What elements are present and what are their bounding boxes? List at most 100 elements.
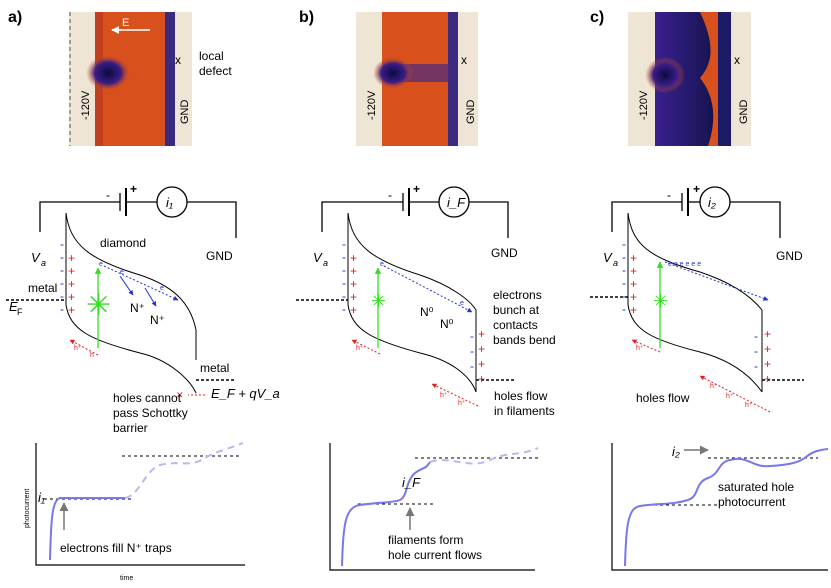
x-mark: x — [461, 53, 467, 67]
svg-text:-: - — [622, 276, 626, 290]
svg-text:-: - — [622, 237, 626, 251]
svg-text:+: + — [350, 290, 357, 304]
svg-text:-: - — [60, 302, 64, 316]
photo-image: E -120V GND x — [69, 12, 192, 146]
svg-text:✳: ✳ — [86, 289, 111, 322]
svg-text:-: - — [622, 302, 626, 316]
svg-text:-: - — [60, 276, 64, 290]
svg-text:-: - — [342, 289, 346, 303]
graph-caption-2: hole current flows — [388, 548, 482, 562]
field-label: E — [122, 17, 129, 29]
svg-text:h⁺: h⁺ — [745, 402, 753, 409]
svg-text:+: + — [630, 303, 637, 317]
svg-text:+: + — [350, 264, 357, 278]
gnd-label: GND — [776, 249, 803, 263]
right-level-label: E_F + qV_a — [211, 386, 280, 401]
ground-label: GND — [738, 100, 750, 125]
battery-minus: - — [667, 188, 671, 202]
x-mark: x — [175, 53, 181, 67]
svg-text:h: h — [90, 352, 94, 359]
ef-sub: F — [17, 307, 23, 317]
svg-text:-: - — [754, 359, 758, 373]
svg-text:-: - — [342, 276, 346, 290]
svg-text:+: + — [350, 251, 357, 265]
panel-label: b) — [299, 9, 314, 26]
annotation-line-1: holes flow — [636, 391, 690, 405]
panel-b: b) -120V GND x - + i_F V a GND — [296, 9, 556, 571]
annotation-top-1: electrons — [493, 288, 542, 302]
photocurrent-graph — [329, 443, 540, 571]
svg-text:+: + — [68, 264, 75, 278]
svg-text:-: - — [470, 344, 474, 358]
svg-text:+: + — [630, 277, 637, 291]
svg-text:e: e — [380, 261, 384, 268]
material-label: diamond — [100, 236, 146, 250]
annotation-bottom-1: holes flow — [494, 389, 548, 403]
svg-text:✳: ✳ — [371, 291, 386, 311]
svg-text:+: + — [764, 372, 771, 386]
gnd-label: GND — [206, 249, 233, 263]
svg-text:+: + — [478, 327, 485, 341]
battery-plus: + — [693, 182, 700, 196]
battery-plus: + — [413, 182, 420, 196]
va-sub: a — [41, 258, 46, 268]
svg-text:-: - — [342, 263, 346, 277]
svg-text:-: - — [470, 359, 474, 373]
circuit — [611, 186, 781, 238]
annotation-bottom-2: in filaments — [494, 404, 555, 418]
voltage-label: -120V — [366, 90, 378, 120]
annotation-line-2: pass Schottky — [113, 406, 188, 420]
x-mark: x — [734, 53, 740, 67]
svg-text:-: - — [622, 250, 626, 264]
graph-caption-1: filaments form — [388, 533, 463, 547]
panel-label: c) — [590, 9, 604, 26]
voltage-label: -120V — [638, 90, 650, 120]
svg-text:+: + — [478, 372, 485, 386]
band-diagram: - - - - - - + + + + + - - - + + + + ✳ e … — [296, 212, 514, 407]
graph-caption-1: saturated hole — [718, 480, 794, 494]
svg-text:+: + — [764, 327, 771, 341]
svg-text:h⁺: h⁺ — [440, 392, 448, 399]
graph-caption: electrons fill N⁺ traps — [60, 541, 172, 555]
battery-minus: - — [388, 188, 392, 202]
battery-minus: - — [106, 188, 110, 202]
svg-text:+: + — [350, 277, 357, 291]
svg-text:-: - — [60, 237, 64, 251]
current-symbol: i_F — [447, 195, 466, 210]
trap-label-2: N⁺ — [150, 313, 165, 327]
svg-text:-: - — [622, 289, 626, 303]
svg-text:h⁺: h⁺ — [710, 383, 718, 390]
svg-text:-: - — [754, 329, 758, 343]
svg-text:+: + — [350, 303, 357, 317]
graph-ylabel: photocurrent — [24, 489, 31, 528]
band-diagram: - - - - - - + + + + + ✳ e e e h⁺ h ✕ — [6, 212, 236, 400]
svg-text:-: - — [342, 250, 346, 264]
svg-text:-: - — [60, 250, 64, 264]
svg-text:h⁺: h⁺ — [458, 400, 466, 407]
svg-text:+: + — [478, 342, 485, 356]
svg-text:-: - — [60, 263, 64, 277]
svg-text:e: e — [460, 300, 464, 307]
panel-c: c) -120V GND x - + i₂ V a GND — [590, 9, 829, 571]
panel-a: a) E -120V GND x local defect - + — [6, 9, 280, 582]
svg-text:-: - — [342, 237, 346, 251]
svg-text:+: + — [630, 264, 637, 278]
ground-label: GND — [179, 100, 191, 125]
note-line-2: defect — [199, 64, 232, 78]
ef-label: E — [9, 299, 18, 314]
voltage-label: -120V — [80, 90, 92, 120]
left-metal-label: metal — [28, 281, 57, 295]
svg-text:-: - — [470, 329, 474, 343]
current-label: i_F — [402, 475, 421, 490]
circuit — [321, 186, 509, 238]
va-label: V — [313, 250, 323, 265]
svg-text:-: - — [622, 263, 626, 277]
current-symbol: i₂ — [708, 195, 716, 210]
annotation-top-3: contacts — [493, 318, 538, 332]
svg-text:+: + — [68, 303, 75, 317]
svg-text:✳: ✳ — [653, 291, 668, 311]
band-diagram: - - - - - - + + + + + - - - + + + + ✳ e … — [590, 212, 804, 413]
current-symbol: i₁ — [166, 195, 173, 210]
photocurrent-graph — [611, 443, 829, 571]
